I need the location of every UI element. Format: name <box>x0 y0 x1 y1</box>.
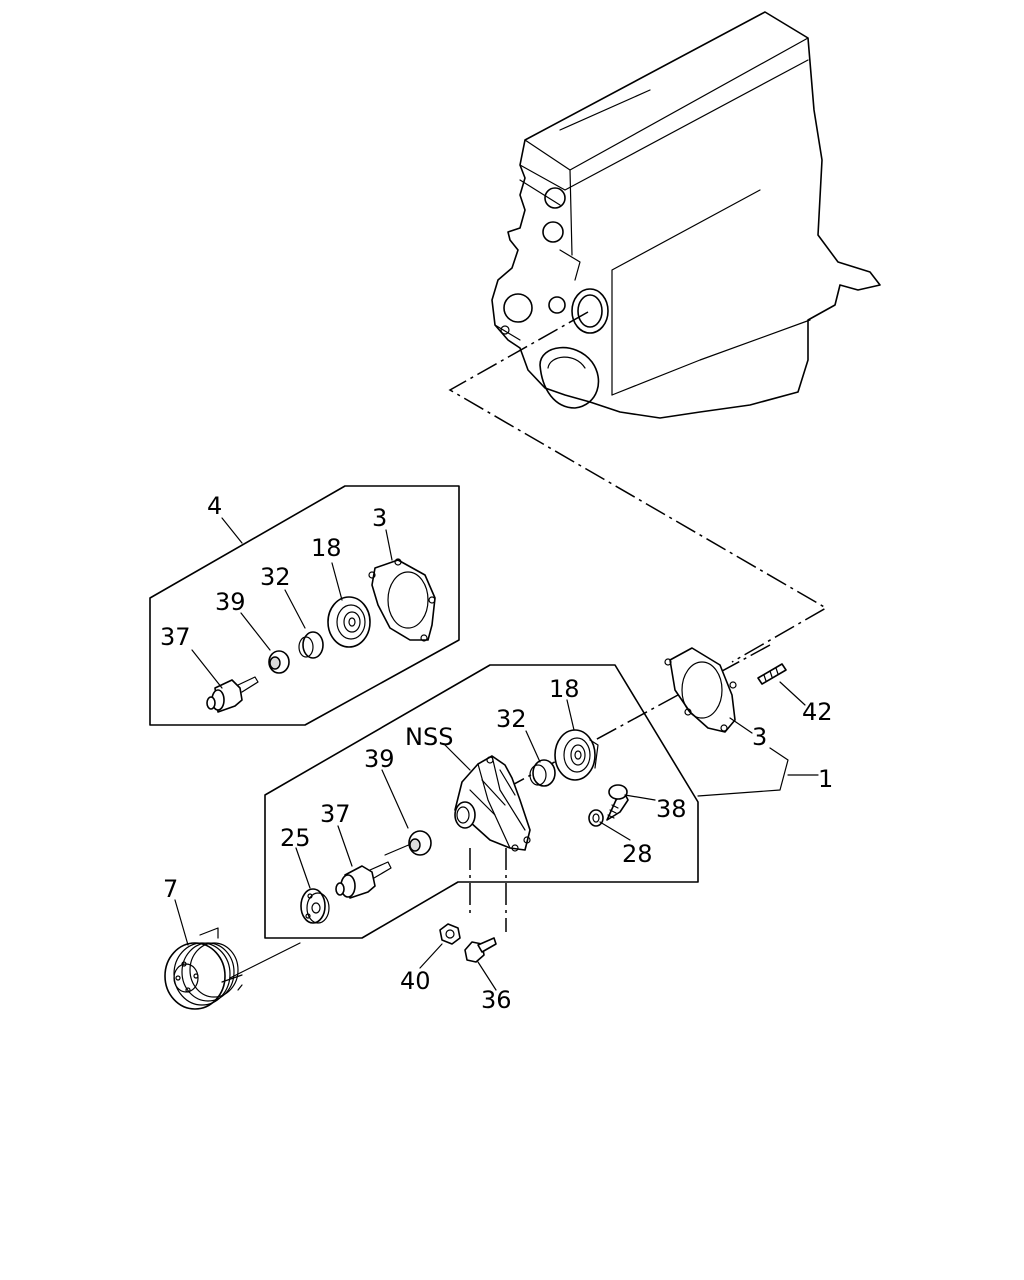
nut-40 <box>439 923 461 945</box>
label-pulley-7: 7 <box>163 875 178 903</box>
label-hub-25: 25 <box>280 824 311 852</box>
label-kit-37: 37 <box>160 623 191 651</box>
main-parts <box>164 647 787 1010</box>
ring-32 <box>532 759 556 787</box>
label-nss: NSS <box>405 723 453 751</box>
label-kit-39: 39 <box>215 588 246 616</box>
label-assy-1: 1 <box>818 765 833 793</box>
label-main-32: 32 <box>496 705 527 733</box>
label-bolt-38: 38 <box>656 795 687 823</box>
kit-gasket-3 <box>371 559 436 641</box>
label-bolt-36: 36 <box>481 986 512 1014</box>
label-washer-28: 28 <box>622 840 653 868</box>
label-kit-4: 4 <box>207 492 222 520</box>
main-assembly-box <box>264 664 819 939</box>
leader-lines <box>174 681 806 991</box>
label-kit-18: 18 <box>311 534 342 562</box>
label-kit-32: 32 <box>260 563 291 591</box>
washer-28 <box>588 809 604 827</box>
label-kit-3: 3 <box>372 504 387 532</box>
stud-42 <box>757 663 787 685</box>
kit-box-4 <box>149 485 460 726</box>
label-main-18: 18 <box>549 675 580 703</box>
label-stud-42: 42 <box>802 698 833 726</box>
gasket-3 <box>669 647 736 733</box>
label-nut-40: 40 <box>400 967 431 995</box>
label-main-37: 37 <box>320 800 351 828</box>
part-labels: 4 3 18 32 39 37 NSS 32 18 3 42 1 38 28 3… <box>160 492 833 1014</box>
label-gasket-3: 3 <box>752 723 767 751</box>
engine-block <box>491 11 881 419</box>
label-main-39: 39 <box>364 745 395 773</box>
